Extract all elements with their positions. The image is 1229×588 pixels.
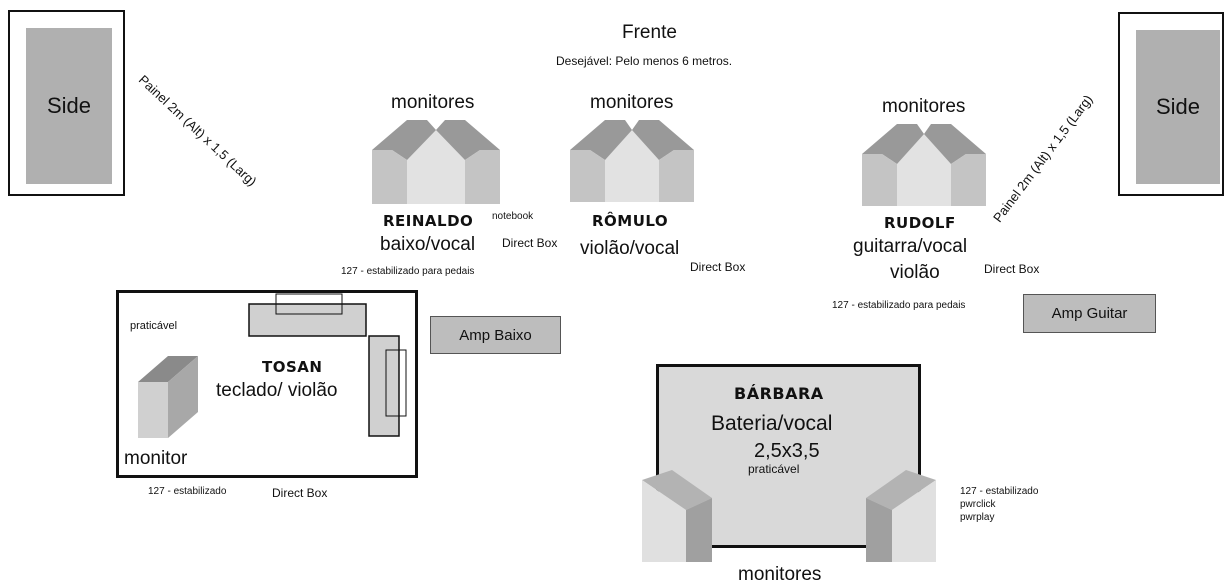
rudolf-role: guitarra/vocal <box>853 236 968 257</box>
tosan-power: 127 - estabilizado <box>148 486 227 497</box>
front-title: Frente <box>622 22 677 43</box>
side-right-panel: Side <box>1136 30 1220 184</box>
barbara-monitors-label: monitores <box>738 564 822 585</box>
amp-guitar-label: Amp Guitar <box>1051 305 1128 322</box>
amp-guitar: Amp Guitar <box>1023 294 1156 333</box>
barbara-size: 2,5x3,5 <box>754 440 820 462</box>
barbara-monitor-right <box>866 470 936 562</box>
romulo-role: violão/vocal <box>580 238 680 259</box>
tosan-monitor-wedge <box>138 356 198 438</box>
barbara-riser-label: praticável <box>748 462 800 476</box>
rudolf-name: RUDOLF <box>884 214 956 232</box>
barbara-pwrplay: pwrplay <box>960 512 995 523</box>
romulo-name: RÔMULO <box>592 212 669 230</box>
panel-left-label: Painel 2m (Alt) x 1,5 (Larg) <box>135 72 260 189</box>
romulo-direct-box: Direct Box <box>690 260 746 274</box>
rudolf-power: 127 - estabilizado para pedais <box>832 300 966 311</box>
front-note: Desejável: Pelo menos 6 metros. <box>556 54 733 68</box>
barbara-monitor-left <box>642 470 712 562</box>
reinaldo-extra: notebook <box>492 211 534 222</box>
reinaldo-role: baixo/vocal <box>380 234 476 255</box>
side-left-label: Side <box>46 93 92 118</box>
rudolf-direct-box: Direct Box <box>984 262 1040 276</box>
keyboards <box>248 293 407 437</box>
monitors-label-romulo: monitores <box>590 92 674 113</box>
reinaldo-power: 127 - estabilizado para pedais <box>341 266 475 277</box>
amp-bass-label: Amp Baixo <box>459 326 532 344</box>
barbara-pwrclick: pwrclick <box>960 499 996 510</box>
barbara-name: BÁRBARA <box>734 384 824 403</box>
monitor-wedges-rudolf <box>862 124 986 206</box>
panel-right-label: Painel 2m (Alt) x 1,5 (Larg) <box>990 91 1096 226</box>
barbara-role: Bateria/vocal <box>711 412 833 435</box>
tosan-name: TOSAN <box>262 358 323 376</box>
tosan-role: teclado/ violão <box>216 380 338 401</box>
side-left-panel: Side <box>26 28 112 184</box>
reinaldo-name: REINALDO <box>383 212 474 230</box>
tosan-riser-label: praticável <box>130 320 178 332</box>
tosan-monitor-label: monitor <box>124 448 188 469</box>
side-right-label: Side <box>1155 94 1201 119</box>
rudolf-role-2: violão <box>890 262 940 283</box>
monitor-wedges-romulo <box>570 120 694 202</box>
tosan-direct-box: Direct Box <box>272 486 328 500</box>
monitors-label-reinaldo: monitores <box>391 92 475 113</box>
monitors-label-rudolf: monitores <box>882 96 966 117</box>
amp-bass: Amp Baixo <box>430 316 561 354</box>
monitor-wedges-reinaldo <box>372 120 500 204</box>
barbara-power: 127 - estabilizado <box>960 486 1039 497</box>
reinaldo-direct-box: Direct Box <box>502 236 558 250</box>
